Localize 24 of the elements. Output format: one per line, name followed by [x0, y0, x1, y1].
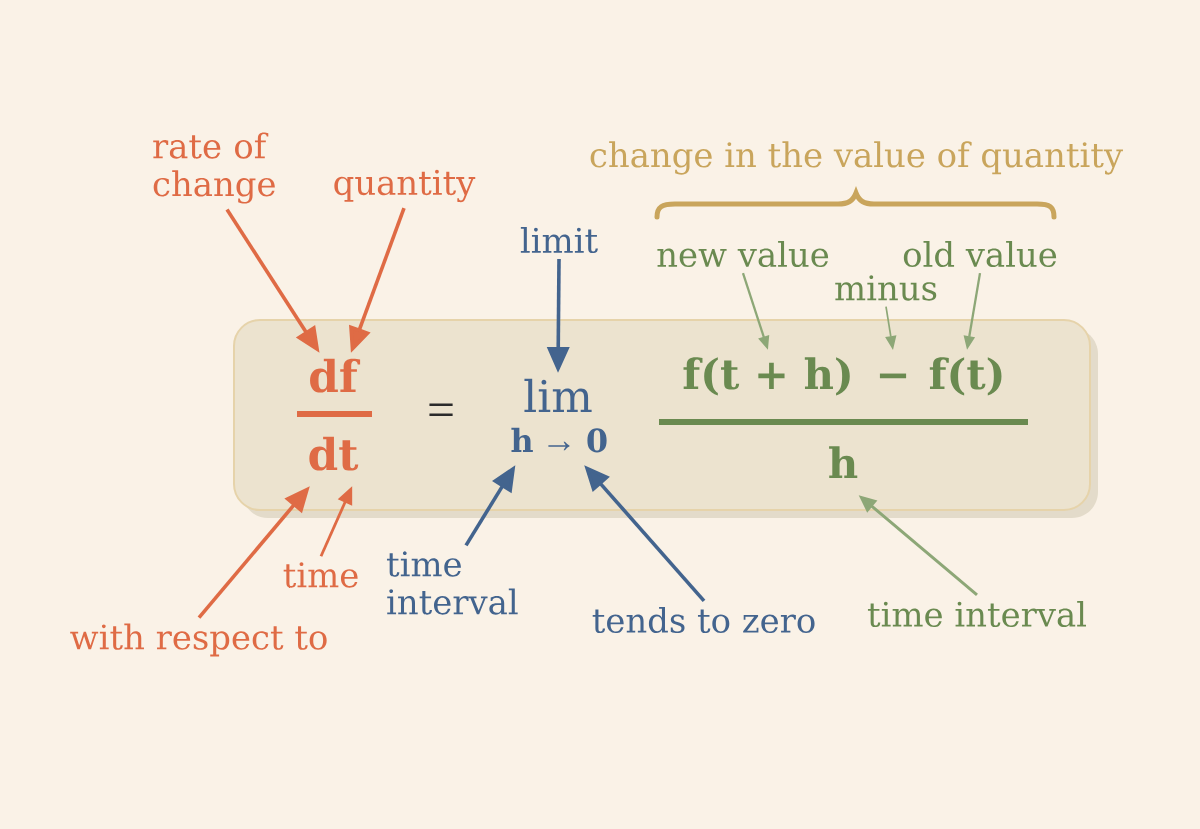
annotation-label: time interval — [867, 600, 1086, 628]
formula-term: lim — [524, 378, 592, 412]
annotation-label: tends to zero — [592, 606, 815, 634]
brace-label: change in the value of quantity — [590, 141, 1123, 175]
annotation-label: new value — [657, 240, 829, 268]
formula-term: dt — [309, 436, 359, 471]
annotation-label: rate of change — [153, 132, 275, 204]
annotation-label: old value — [903, 240, 1057, 268]
annotation-label: minus — [835, 275, 937, 301]
formula-panel — [233, 319, 1098, 518]
arrow-symbol: → — [548, 441, 570, 451]
formula-term: f(t + h) — [683, 357, 850, 396]
annotation-label: time interval — [387, 551, 518, 615]
formula-term: 0 — [587, 428, 607, 453]
formula-term: f(t) — [929, 357, 1002, 396]
annotation-label: time — [283, 562, 358, 588]
annotation-label: quantity — [334, 169, 476, 203]
annotation-label: limit — [520, 226, 598, 254]
formula-term: − — [879, 373, 907, 379]
formula-term: df — [310, 358, 361, 393]
equals-sign: = — [429, 403, 453, 417]
annotation-label: with respect to — [70, 623, 327, 657]
formula-term: h — [829, 446, 858, 478]
formula-term: h — [511, 427, 533, 452]
